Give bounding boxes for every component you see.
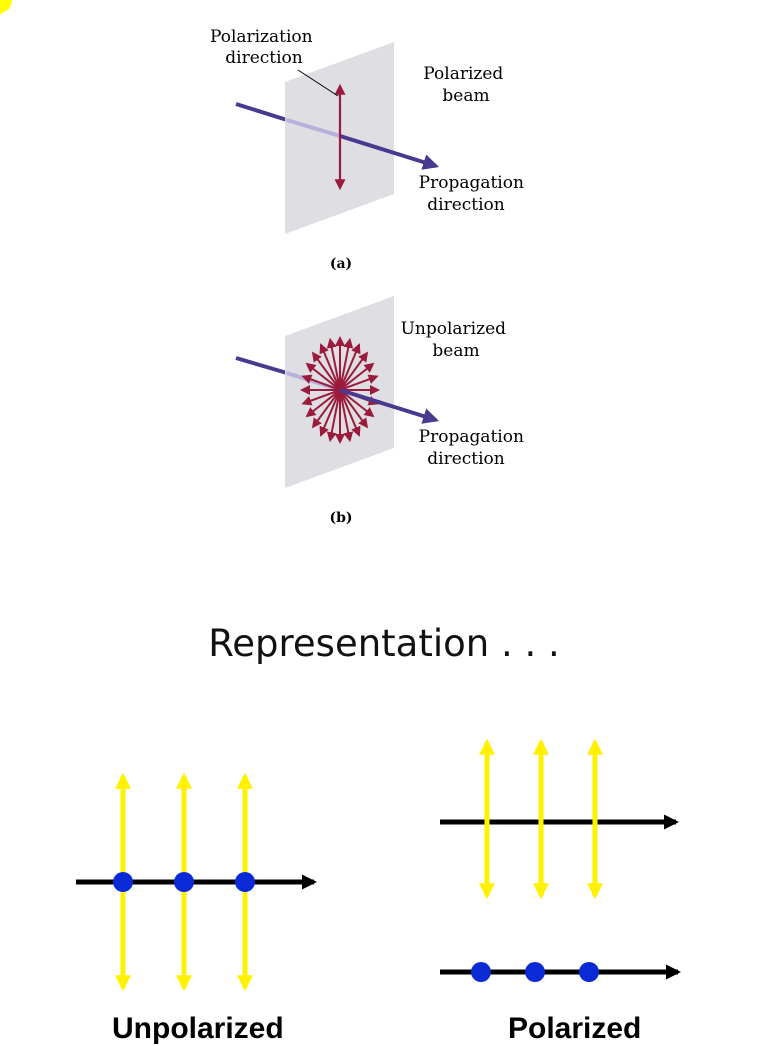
out-of-plane-dot <box>525 962 545 982</box>
panel-a: Polarization direction Polarized beam Pr… <box>210 27 530 272</box>
label-unpolarized-beam: Unpolarized beam <box>401 319 512 361</box>
polarized-caption: Polarized <box>508 1012 642 1045</box>
pointer-line <box>297 69 339 97</box>
label-polarization-direction: Polarization direction <box>210 27 318 68</box>
corner-mark <box>0 0 12 14</box>
polarization-diagram: Polarization direction Polarized beam Pr… <box>0 0 681 992</box>
out-of-plane-dot <box>579 962 599 982</box>
label-propagation-direction-a: Propagation direction <box>419 173 530 215</box>
label-propagation-direction-b: Propagation direction <box>419 427 530 469</box>
representation-heading: Representation . . . <box>208 622 560 665</box>
representation-polarized-vertical <box>440 738 679 900</box>
unpolarized-caption: Unpolarized <box>112 1012 284 1045</box>
beam-front <box>339 388 440 424</box>
beam-inside <box>286 118 341 138</box>
out-of-plane-dot <box>113 872 133 892</box>
caption-b: (b) <box>329 510 352 526</box>
out-of-plane-dot <box>235 872 255 892</box>
beam-front <box>339 134 440 170</box>
panel-b: Unpolarized beam Propagation direction (… <box>235 296 530 526</box>
beam-back <box>235 102 288 122</box>
out-of-plane-dot <box>174 872 194 892</box>
beam-back <box>235 356 288 375</box>
representation-unpolarized <box>76 772 317 992</box>
label-polarized-beam: Polarized beam <box>423 64 508 106</box>
out-of-plane-dot <box>471 962 491 982</box>
caption-a: (a) <box>330 256 352 272</box>
representation-polarized-dots <box>440 962 681 982</box>
